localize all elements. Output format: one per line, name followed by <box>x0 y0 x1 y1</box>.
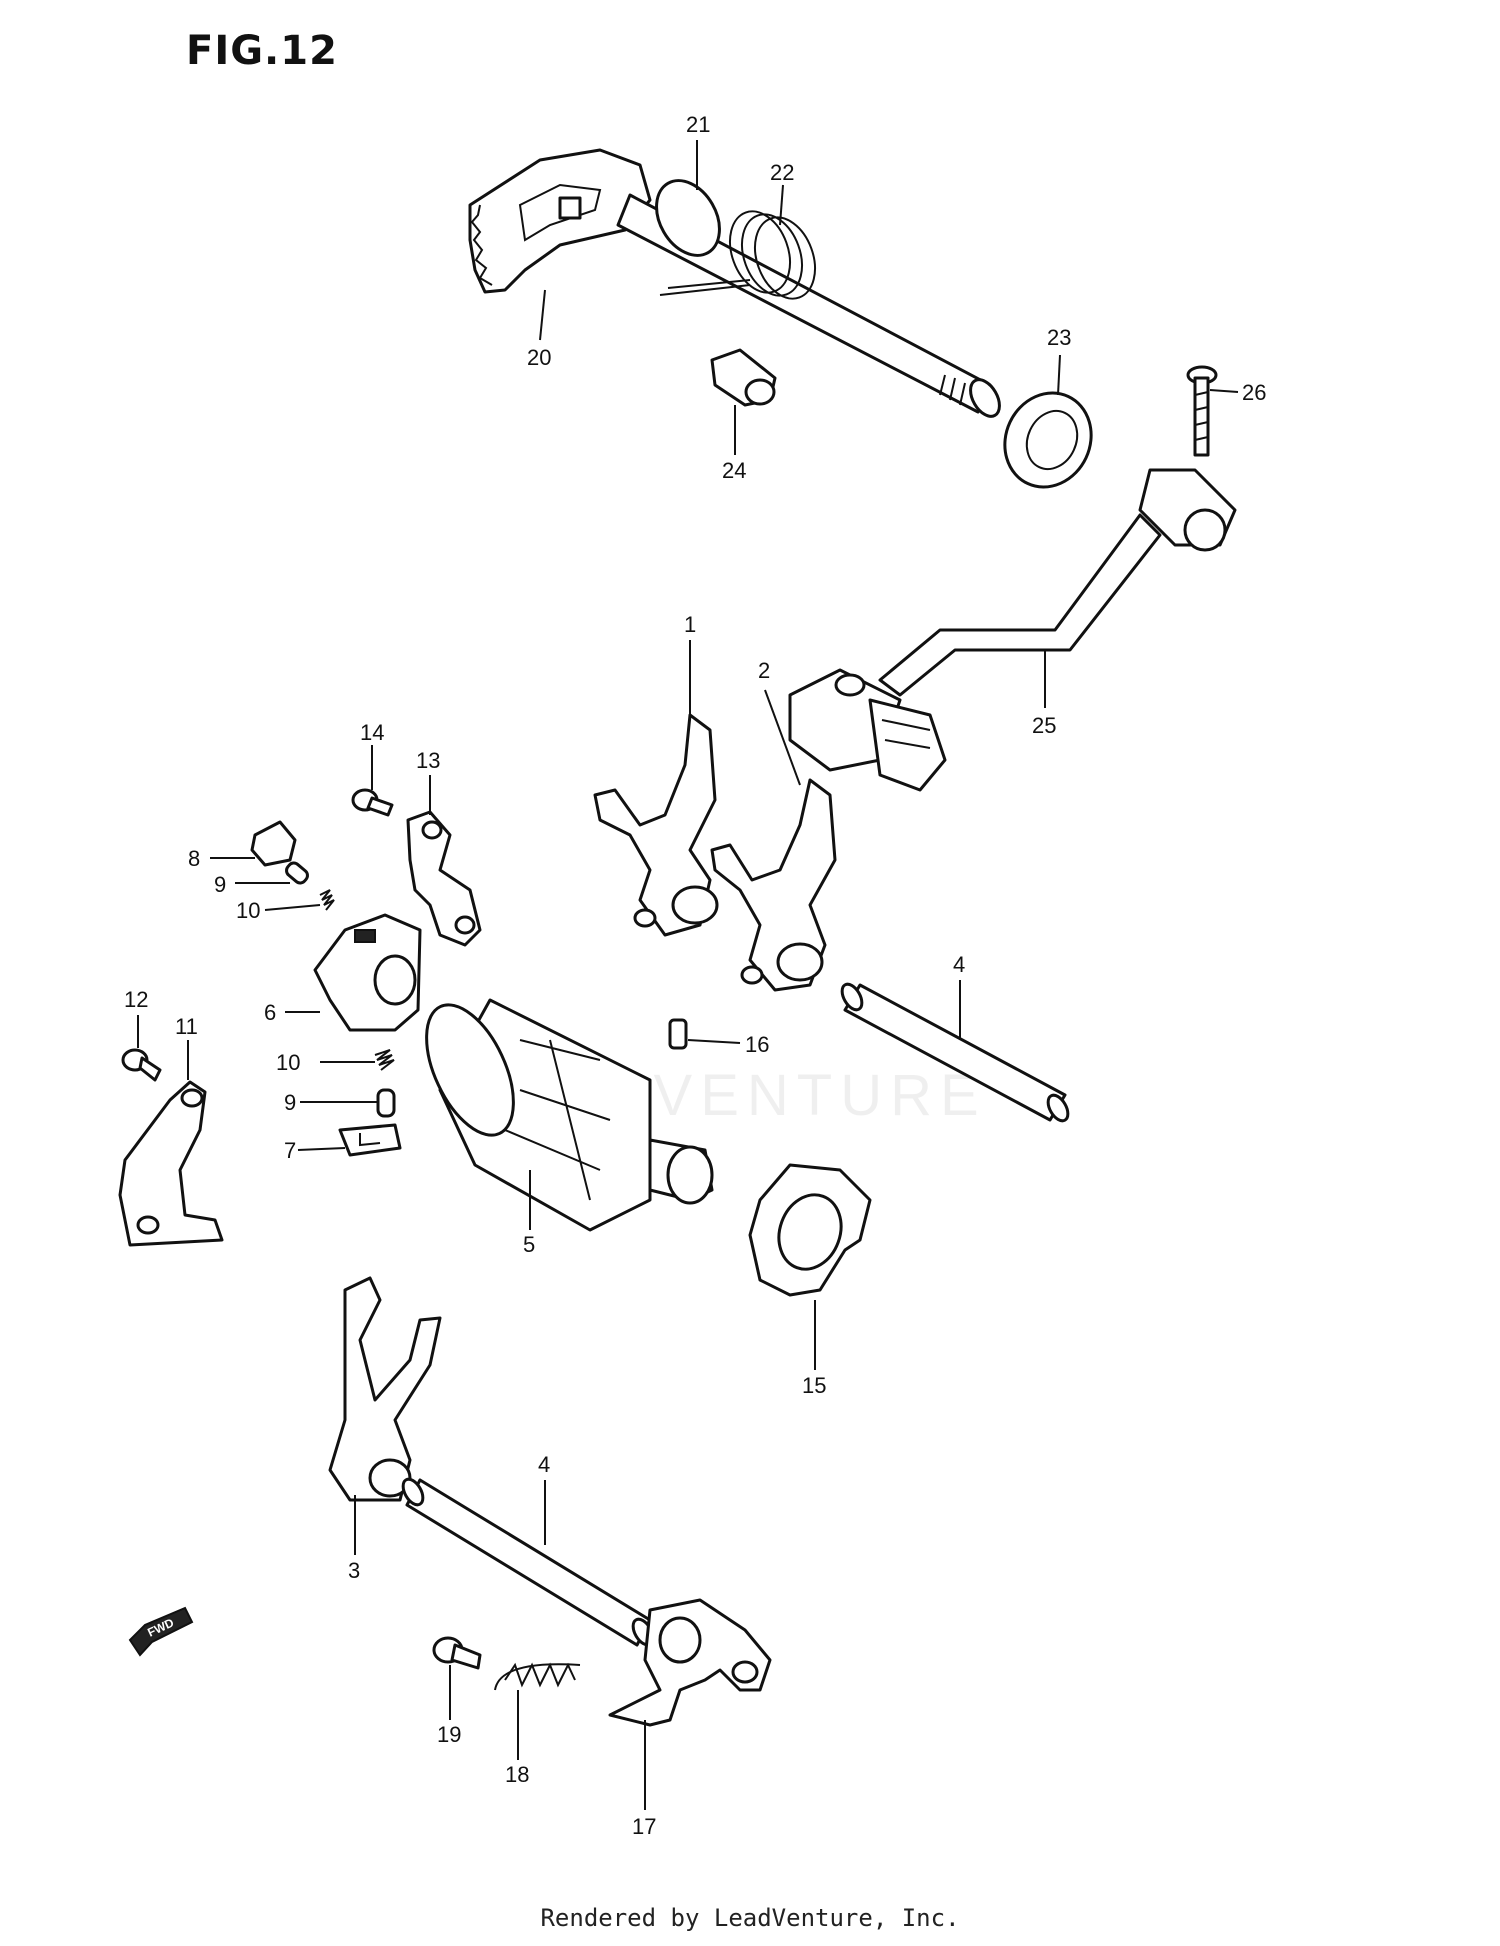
part-20-shift-sector <box>468 148 652 294</box>
callout-4-lower: 4 <box>538 1452 550 1477</box>
callout-9-lower: 9 <box>284 1090 296 1115</box>
callout-15: 15 <box>802 1373 826 1398</box>
part-7-stopper-plate <box>338 1123 402 1157</box>
callout-5: 5 <box>523 1232 535 1257</box>
callout-14: 14 <box>360 720 384 745</box>
callout-10-lower: 10 <box>276 1050 300 1075</box>
callout-4-upper: 4 <box>953 952 965 977</box>
callout-24: 24 <box>722 458 746 483</box>
callout-10-upper: 10 <box>236 898 260 923</box>
part-1-shift-fork <box>593 713 719 937</box>
part-9-pin-lower <box>376 1088 396 1118</box>
part-11-plate <box>118 1080 224 1247</box>
part-5-shift-drum <box>425 998 714 1232</box>
figure-title: FIG.12 <box>186 28 338 74</box>
part-26-lever-bolt <box>1186 365 1218 457</box>
part-18-spring <box>494 1662 581 1691</box>
part-14-screw <box>351 788 394 817</box>
callout-1: 1 <box>684 612 696 637</box>
callout-18: 18 <box>505 1762 529 1787</box>
part-15-cam-plate <box>748 1163 872 1297</box>
callout-25: 25 <box>1032 713 1056 738</box>
callout-3: 3 <box>348 1558 360 1583</box>
part-19-bolt <box>432 1636 482 1670</box>
callout-labels: 21 22 20 23 26 24 25 1 2 14 13 8 9 10 6 … <box>124 112 1266 1839</box>
callout-2: 2 <box>758 658 770 683</box>
part-2-shift-fork <box>710 778 837 992</box>
part-17-stopper-arm <box>608 1598 772 1727</box>
callout-9-upper: 9 <box>214 872 226 897</box>
part-4-fork-shaft-lower <box>401 1477 655 1647</box>
part-4-fork-shaft-upper <box>840 982 1070 1123</box>
footer-credit: Rendered by LeadVenture, Inc. <box>540 1904 960 1932</box>
callout-16: 16 <box>745 1032 769 1057</box>
callout-21: 21 <box>686 112 710 137</box>
part-21-shift-shaft <box>616 179 1001 418</box>
part-22-return-spring <box>659 210 816 300</box>
callout-23: 23 <box>1047 325 1071 350</box>
callout-8: 8 <box>188 846 200 871</box>
callout-11: 11 <box>175 1014 198 1039</box>
part-23-oil-seal <box>1003 391 1093 489</box>
fwd-arrow-icon: FWD <box>128 1606 194 1657</box>
part-25-shift-lever <box>788 468 1237 792</box>
callout-22: 22 <box>770 160 794 185</box>
callout-7: 7 <box>284 1138 296 1163</box>
leader-lines <box>137 140 1239 1810</box>
callout-19: 19 <box>437 1722 461 1747</box>
part-16-pin <box>668 1018 688 1050</box>
part-24-bolt <box>710 348 777 407</box>
callout-26: 26 <box>1242 380 1266 405</box>
callout-6: 6 <box>264 1000 276 1025</box>
callout-13: 13 <box>416 748 440 773</box>
part-9-pin-upper <box>285 861 309 885</box>
part-10-spring-upper <box>319 889 335 911</box>
part-13-plate <box>406 810 482 947</box>
callout-17: 17 <box>632 1814 656 1839</box>
callout-12: 12 <box>124 987 148 1012</box>
part-12-screw <box>121 1048 162 1082</box>
part-8-stopper <box>250 820 297 867</box>
part-3-shift-fork <box>328 1276 442 1502</box>
callout-20: 20 <box>527 345 551 370</box>
part-6-cam-guide <box>313 913 422 1032</box>
part-10-spring-lower <box>374 1049 395 1071</box>
